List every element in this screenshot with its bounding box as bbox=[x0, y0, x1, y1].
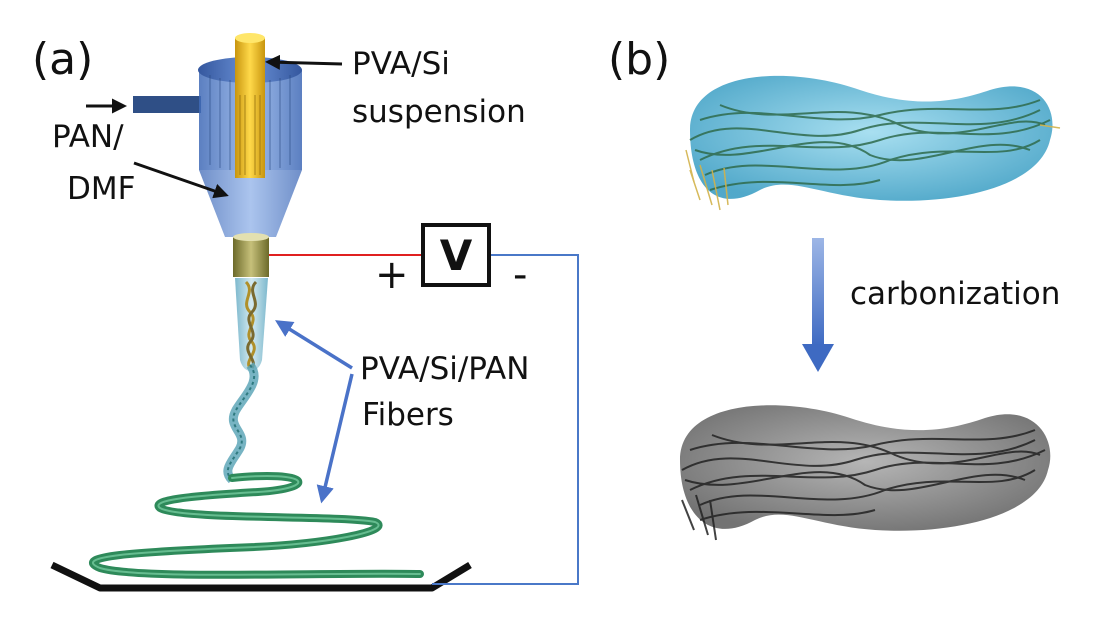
whipping-fiber bbox=[223, 362, 259, 484]
needle bbox=[233, 237, 269, 277]
arrow-to-core-tube bbox=[265, 54, 343, 70]
capsule-before bbox=[685, 75, 1061, 211]
process-arrow-shaft bbox=[812, 238, 824, 346]
side-inlet-tube bbox=[133, 96, 201, 113]
gray-capsule bbox=[680, 405, 1051, 531]
reservoir-cone bbox=[199, 170, 302, 237]
panel-label-b: (b) bbox=[608, 34, 671, 85]
voltage-source: V bbox=[421, 223, 491, 287]
arrow-to-jet bbox=[275, 320, 353, 370]
cyan-capsule bbox=[690, 75, 1053, 201]
wire-negative bbox=[432, 254, 579, 585]
label-polymer-line1: PAN/ bbox=[52, 119, 124, 155]
arrow-to-fiber bbox=[316, 373, 354, 504]
capsule-after bbox=[680, 405, 1051, 541]
label-carbonization: carbonization bbox=[850, 276, 1061, 312]
collector-plate bbox=[50, 561, 472, 592]
label-fibers-line1: PVA/Si/PAN bbox=[360, 351, 530, 387]
process-arrow-head bbox=[802, 344, 834, 372]
plus-sign: + bbox=[375, 252, 409, 298]
label-suspension-line2: suspension bbox=[352, 94, 526, 130]
arrow-to-shell bbox=[133, 161, 229, 199]
panel-label-a: (a) bbox=[32, 34, 94, 85]
voltage-symbol: V bbox=[439, 230, 473, 280]
label-polymer-line2: DMF bbox=[67, 171, 136, 207]
deposited-fiber-spiral bbox=[89, 472, 424, 579]
label-suspension-line1: PVA/Si bbox=[352, 46, 450, 82]
minus-sign: - bbox=[513, 252, 528, 298]
label-fibers-line2: Fibers bbox=[362, 397, 454, 433]
